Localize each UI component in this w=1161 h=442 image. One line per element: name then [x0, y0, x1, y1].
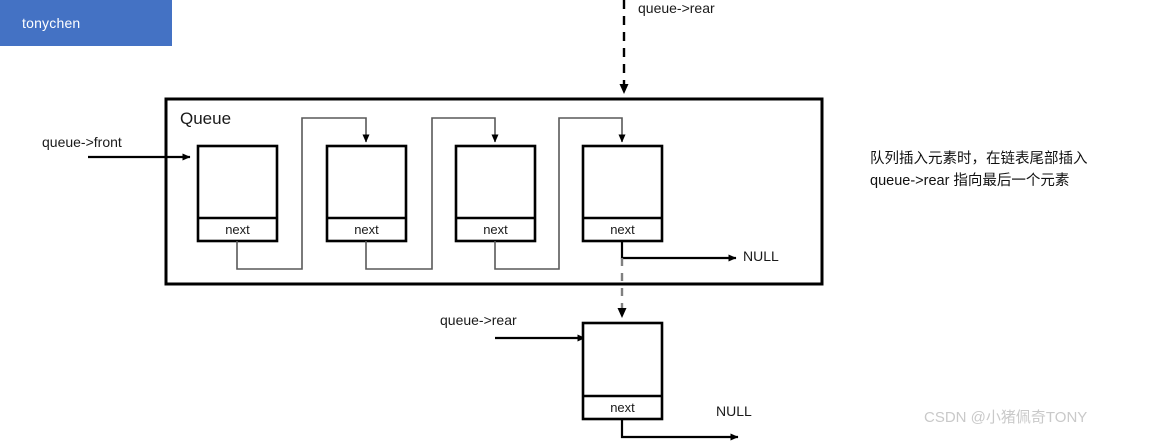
node-4-next-label: next: [610, 222, 635, 237]
queue-container-box: [164, 97, 824, 286]
null-label-inside: NULL: [743, 248, 779, 264]
node-1-next-label: next: [225, 222, 250, 237]
connector-node1-to-node2: [236, 117, 370, 270]
node-4: [581, 144, 664, 243]
node-new: [581, 321, 664, 421]
queue-rear-bottom-label: queue->rear: [440, 312, 517, 328]
connector-node3-to-node4: [494, 117, 626, 270]
csdn-watermark: CSDN @小猪佩奇TONY: [924, 409, 1088, 426]
queue-rear-top-label: queue->rear: [638, 0, 715, 16]
annotation-note: 队列插入元素时，在链表尾部插入 queue->rear 指向最后一个元素: [870, 148, 1088, 193]
connector-node2-to-node3: [365, 117, 499, 270]
node-new-next-label: next: [610, 400, 635, 415]
connector-newnode-to-null: [620, 419, 739, 441]
annotation-line-1: 队列插入元素时，在链表尾部插入: [870, 151, 1088, 167]
connector-node4-to-null: [620, 241, 737, 262]
queue-front-label: queue->front: [42, 134, 122, 150]
node-2-next-label: next: [354, 222, 379, 237]
user-banner: tonychen: [0, 0, 172, 46]
null-label-outside: NULL: [716, 403, 752, 419]
node-3-next-label: next: [483, 222, 508, 237]
queue-container-title: Queue: [180, 109, 232, 128]
annotation-line-2: queue->rear 指向最后一个元素: [870, 173, 1070, 190]
username-label: tonychen: [22, 15, 81, 31]
